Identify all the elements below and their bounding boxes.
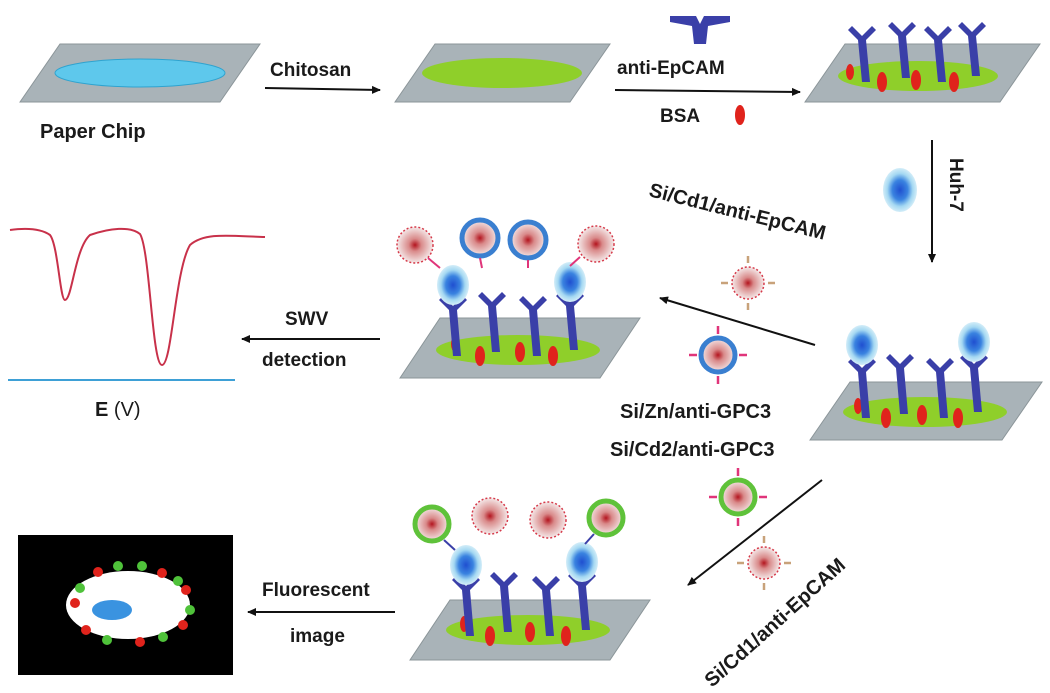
si-zn-label: Si/Zn/anti-GPC3: [620, 401, 771, 423]
chitosan-label: Chitosan: [270, 60, 351, 81]
probe-arrow-lower: [687, 479, 823, 586]
antibody-icon: [670, 16, 730, 44]
paper-chip-icon: [19, 43, 261, 103]
fluorescent-image-icon: [18, 535, 233, 675]
huh7-label: Huh-7: [945, 158, 966, 212]
paper-chip-label: Paper Chip: [40, 121, 146, 143]
swv-chip-icon: [396, 217, 641, 379]
chitosan-arrow: [264, 85, 381, 94]
bsa-label: BSA: [660, 106, 700, 127]
bsa-icon: [735, 105, 745, 125]
nanoparticle-probe-icon: [689, 256, 775, 384]
detection-label: detection: [262, 350, 346, 371]
fluorescent-chip-icon: [409, 497, 651, 661]
swv-label: SWV: [285, 309, 329, 330]
image-label: image: [290, 626, 345, 647]
e-axis-label: E (V): [95, 399, 141, 421]
chitosan-chip-icon: [394, 43, 611, 103]
anti-epcam-label: anti-EpCAM: [617, 58, 725, 79]
fluorescent-label: Fluorescent: [262, 580, 370, 601]
swv-curve-icon: [8, 227, 266, 381]
antibody-chip-icon: [804, 22, 1041, 103]
si-cd2-label: Si/Cd2/anti-GPC3: [610, 439, 774, 461]
si-cd1-top-label: Si/Cd1/anti-EpCAM: [647, 180, 828, 245]
probe-arrow-upper: [659, 296, 816, 346]
cell-chip-icon: [809, 322, 1043, 441]
nanoparticle-probe-icon: [709, 468, 791, 590]
huh7-cell-icon: [883, 168, 917, 212]
antibody-bsa-arrow: [614, 87, 801, 96]
